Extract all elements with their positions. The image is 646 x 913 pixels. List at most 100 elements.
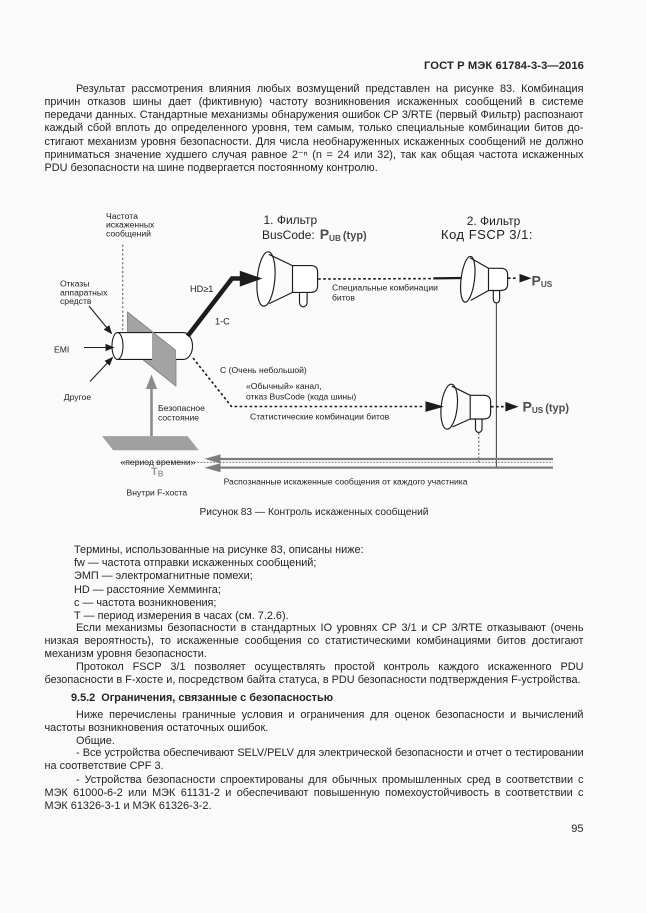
statistical-path-line (192, 357, 425, 408)
figure-label-hw-failures: Отказы (60, 279, 89, 289)
p-subscript: US (532, 406, 544, 415)
figure-label-filter1-code: BusCode: PUB(typ) (262, 226, 367, 243)
funnel-buscode-cone-bottom (268, 291, 293, 305)
figure-label-frequency: искаженных (106, 220, 155, 230)
funnel-fscp-body (487, 267, 509, 292)
figure-label-hw-failures: аппаратных (60, 287, 108, 297)
paragraph-line: приниматься значение худшего случая равн… (44, 148, 584, 161)
figure-83-diagram: Частота искаженных сообщений Отказы аппа… (54, 211, 570, 497)
bullet-line: - Все устройства обеспечивают SELV/PELV … (76, 747, 584, 760)
funnel-buscode-cone-top (268, 253, 293, 267)
bus-arrowhead-lower (204, 463, 221, 473)
paragraph-line: безопасности в F-хосте и, посредством ба… (44, 674, 581, 686)
doc-number: ГОСТ Р МЭК 61784-3-3—2016 (423, 59, 584, 72)
terms-line: ЭМП — электромагнитные помехи; (74, 570, 253, 583)
terms-line: с — частота возникновения; (74, 596, 217, 609)
paragraph-line: причин отказов шины дает (фиктивную) час… (44, 96, 584, 109)
page-number: 95 (571, 822, 584, 835)
bus-arrowhead-upper (204, 454, 221, 464)
paragraph-line: каждый сбой вплоть до определенного уров… (44, 122, 584, 135)
funnel-statistical (440, 383, 492, 434)
figure-label-hd: HD≥1 (190, 284, 213, 294)
paragraph-line: Ниже перечислены граничные условия и огр… (76, 708, 584, 721)
pus-output-arrowhead (519, 273, 532, 283)
figure-label-inside-fhost: Внутри F-хоста (127, 487, 188, 497)
funnel-fscp-cone-bottom (470, 289, 489, 301)
hd-arrow-head (239, 270, 263, 287)
paragraph-line: Результат рассмотрения влияния любых воз… (76, 83, 584, 96)
paragraph-line: PDU безопасности на шине подвергается по… (44, 161, 378, 174)
figure-label-c-small: С (Очень небольшой) (220, 365, 307, 375)
section-heading: 9.5.2 Ограничения, связанные с безопасно… (71, 692, 610, 705)
funnel-buscode-body (291, 265, 319, 293)
tb-subscript: В (158, 469, 164, 478)
figure-label-tb: ТВ (151, 466, 164, 479)
funnel-statistical-foot (474, 419, 483, 434)
figure-label-filter2-code: Код FSCP 3/1: (441, 227, 533, 242)
paragraph-line: Общие. (76, 734, 115, 747)
figure-label-frequency: Частота (106, 211, 138, 221)
p-suffix: (typ) (545, 402, 569, 414)
terms-line: Т — период измерения в часах (см. 7.2.6)… (74, 610, 289, 623)
buscode-prefix: BusCode: (262, 228, 315, 242)
pustyp-output-arrowhead (505, 401, 519, 412)
p-symbol: P (523, 398, 532, 414)
figure-label-safe-state: состояние (158, 412, 199, 422)
paragraph-line: Протокол FSCP 3/1 позволяет осуществлять… (76, 661, 584, 673)
f-host-platform (102, 436, 199, 451)
paragraph-line: механизм уровня безопасности. (44, 648, 207, 660)
funnel-statistical-cone-top (451, 385, 471, 396)
figure-label-recognized: Распознанные искаженные сообщения от каж… (224, 476, 468, 486)
figure-label-time-period: «период времени» (121, 457, 196, 467)
section-number: 9.5.2 (71, 692, 96, 705)
safe-state-arrow-head (145, 374, 158, 389)
funnel-fscp-cone-top (469, 257, 489, 269)
figure-label-other: Другое (64, 392, 92, 402)
filter-plane-front (152, 330, 176, 387)
p-subscript: US (541, 280, 553, 289)
p-symbol: P (532, 272, 541, 288)
funnel-statistical-body (469, 394, 492, 420)
figure-label-statistical-combinations: Статистические комбинации битов (250, 411, 390, 421)
terms-line: Термины, использованные на рисунке 83, о… (74, 543, 364, 556)
funnel-statistical-cone-bottom (452, 418, 471, 428)
message-cylinder-cap (111, 332, 124, 360)
bullet-line: на соответствие CPF 3. (44, 760, 164, 773)
funnel-fscp (460, 255, 509, 304)
p-subscript: UB (329, 234, 341, 243)
hd-arrow-shaft (185, 276, 241, 338)
p-suffix: (typ) (343, 230, 367, 242)
figure-label-safe-state: Безопасное (158, 403, 205, 413)
paragraph-line: стигают механизм уровня безопасности. Дл… (44, 135, 584, 148)
bullet-line: МЭК 61326-3-1 и МЭК 61326-3-2. (44, 799, 212, 812)
bullet-line: - Устройства безопасности спроектированы… (76, 774, 584, 787)
paragraph-line: частоты возникновения остаточных ошибок. (44, 721, 269, 734)
funnel-fscp-mouth (460, 255, 476, 303)
hw-failures-arrow (88, 305, 113, 335)
funnel-buscode-foot (298, 292, 308, 308)
figure-label-filter2: 2. Фильтр (467, 214, 521, 228)
figure-label-normal-channel: «Обычный» канал, (246, 381, 322, 391)
bullet-line: МЭК 61000-6-2 или МЭК 61131-2 и обеспечи… (44, 787, 584, 800)
figure-label-normal-channel: отказ BusCode (кода шины) (246, 391, 356, 401)
paragraph-line: передачи данных. Стандартные механизмы о… (44, 109, 584, 122)
figure-caption: Рисунок 83 — Контроль искаженных сообщен… (199, 506, 429, 518)
terms-line: HD — расстояние Хемминга; (74, 583, 221, 596)
funnel-buscode (256, 251, 319, 308)
other-arrow (89, 356, 114, 382)
figure-label-filter1: 1. Фильтр (264, 213, 318, 227)
figure-label-pus: PUS (532, 272, 553, 289)
statistical-path-arrowhead (425, 401, 444, 412)
figure-label-one-minus-c: 1-C (215, 316, 230, 326)
figure-label-frequency: сообщений (106, 228, 151, 238)
paragraph-line: низкая вероятность), то искаженные сообщ… (44, 635, 584, 647)
funnel-fscp-foot (492, 290, 501, 304)
p-symbol: P (320, 226, 329, 242)
figure-label-special-combinations: битов (332, 292, 355, 302)
section-title: Ограничения, связанные с безопасностью (101, 692, 333, 705)
figure-label-emi: EMI (54, 345, 69, 355)
figure-label-pus-typ: PUS(typ) (523, 398, 570, 415)
terms-line: fw — частота отправки искаженных сообщен… (74, 557, 317, 569)
paragraph-line: Если механизмы безопасности в стандартны… (76, 622, 584, 634)
